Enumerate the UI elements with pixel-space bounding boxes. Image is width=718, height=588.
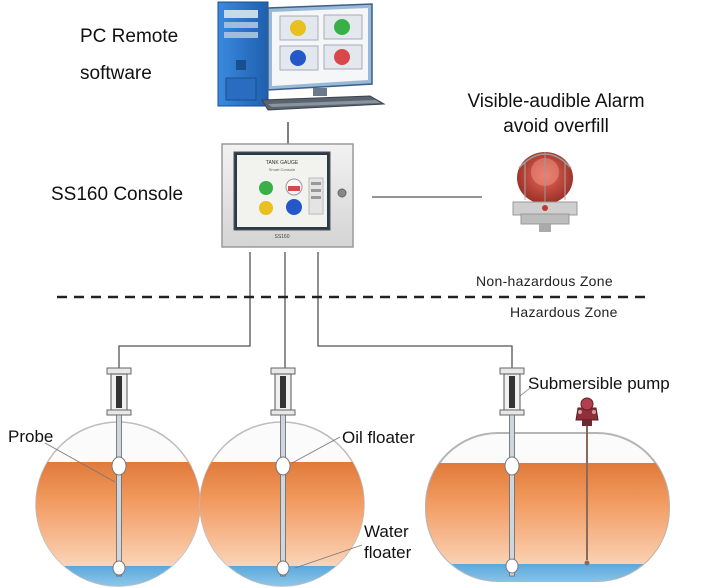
label-leaders <box>44 387 531 569</box>
submersible-pump-icon <box>575 397 599 566</box>
tank-3 <box>425 432 670 582</box>
probe-label: Probe <box>8 427 54 446</box>
pc-label-line2: software <box>80 63 152 84</box>
console-screen-subtitle: Smart Console <box>269 167 296 172</box>
console-screen-title: TANK GAUGE <box>266 160 299 166</box>
alarm-label-line2: avoid overfill <box>503 116 609 137</box>
console-icon: TANK GAUGE Smart Console SS160 <box>221 143 354 248</box>
pc-label-line1: PC Remote <box>80 26 179 47</box>
water-floater-label-line1: Water <box>364 522 409 541</box>
water-floater-icon <box>112 560 126 576</box>
probe-icon <box>270 367 296 577</box>
oil-floater-icon <box>111 456 127 476</box>
submersible-pump-label: Submersible pump <box>528 374 670 393</box>
probe-icon <box>106 367 132 577</box>
alarm-beacon-icon <box>512 152 578 232</box>
water-floater-label-line2: floater <box>364 543 412 562</box>
alarm-label-line1: Visible-audible Alarm <box>467 91 645 112</box>
oil-floater-label: Oil floater <box>342 428 415 447</box>
probe-cables <box>118 252 513 368</box>
hazardous-zone-label: Hazardous Zone <box>510 304 618 320</box>
desktop-computer-icon <box>217 1 386 111</box>
water-floater-icon <box>276 560 290 576</box>
console-brand: SS160 <box>274 234 289 240</box>
probe-icon <box>499 367 525 577</box>
console-label: SS160 Console <box>51 184 184 205</box>
oil-floater-icon <box>275 456 291 476</box>
oil-floater-icon <box>504 456 520 476</box>
water-floater-icon <box>505 558 519 574</box>
non-hazardous-zone-label: Non-hazardous Zone <box>476 273 613 289</box>
